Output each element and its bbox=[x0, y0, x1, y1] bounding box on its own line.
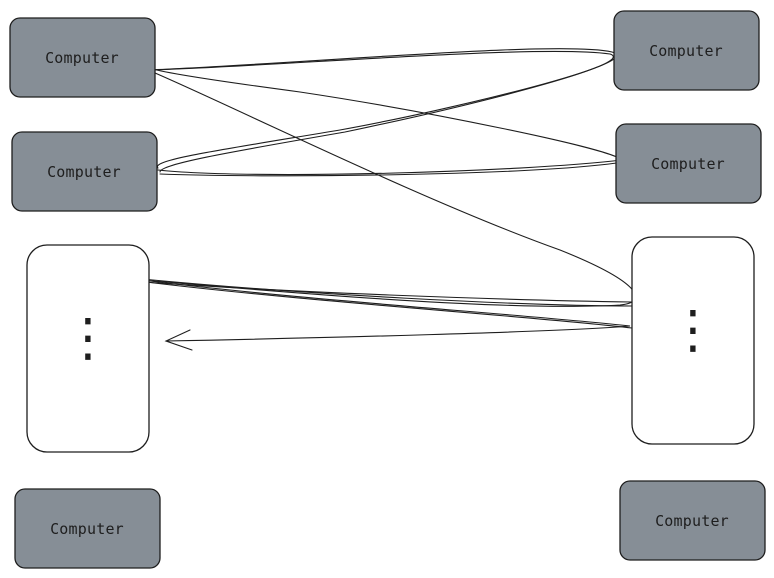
computer-node[interactable]: Computer bbox=[619, 480, 766, 561]
computer-node-box bbox=[9, 17, 156, 98]
ellipsis-dots: ⋮ bbox=[62, 308, 114, 368]
placeholder-node-box bbox=[26, 244, 150, 453]
arrowhead bbox=[164, 329, 193, 351]
connection-line bbox=[143, 281, 633, 303]
computer-label: Computer bbox=[47, 163, 121, 181]
connection-line bbox=[141, 69, 637, 307]
computer-label: Computer bbox=[655, 512, 729, 530]
computer-node-box bbox=[619, 480, 766, 561]
placeholder-node[interactable]: ⋮ bbox=[631, 236, 755, 445]
computer-node-box bbox=[613, 10, 760, 91]
computer-node[interactable]: Computer bbox=[14, 488, 161, 569]
computer-node-box bbox=[615, 123, 762, 204]
placeholder-node[interactable]: ⋮ bbox=[26, 244, 150, 453]
connections bbox=[141, 48, 637, 351]
placeholder-node-box bbox=[631, 236, 755, 445]
computer-label: Computer bbox=[649, 42, 723, 60]
connection-line bbox=[141, 278, 635, 307]
computer-node-box bbox=[14, 488, 161, 569]
computer-node[interactable]: Computer bbox=[613, 10, 760, 91]
computer-label: Computer bbox=[45, 49, 119, 67]
computer-node[interactable]: Computer bbox=[615, 123, 762, 204]
connection-line bbox=[149, 67, 624, 176]
computer-node[interactable]: Computer bbox=[11, 131, 158, 212]
computer-label: Computer bbox=[651, 155, 725, 173]
ellipsis-dots: ⋮ bbox=[667, 300, 719, 360]
arrow-line bbox=[141, 279, 631, 342]
arrow-line bbox=[145, 281, 633, 329]
computer-label: Computer bbox=[50, 520, 124, 538]
computer-node-box bbox=[11, 131, 158, 212]
left-column: Computer Computer ⋮ Computer bbox=[9, 17, 161, 569]
connection-line bbox=[149, 50, 614, 173]
computer-node[interactable]: Computer bbox=[9, 17, 156, 98]
right-column: Computer Computer ⋮ Computer bbox=[613, 10, 766, 561]
connection-line bbox=[159, 161, 625, 177]
